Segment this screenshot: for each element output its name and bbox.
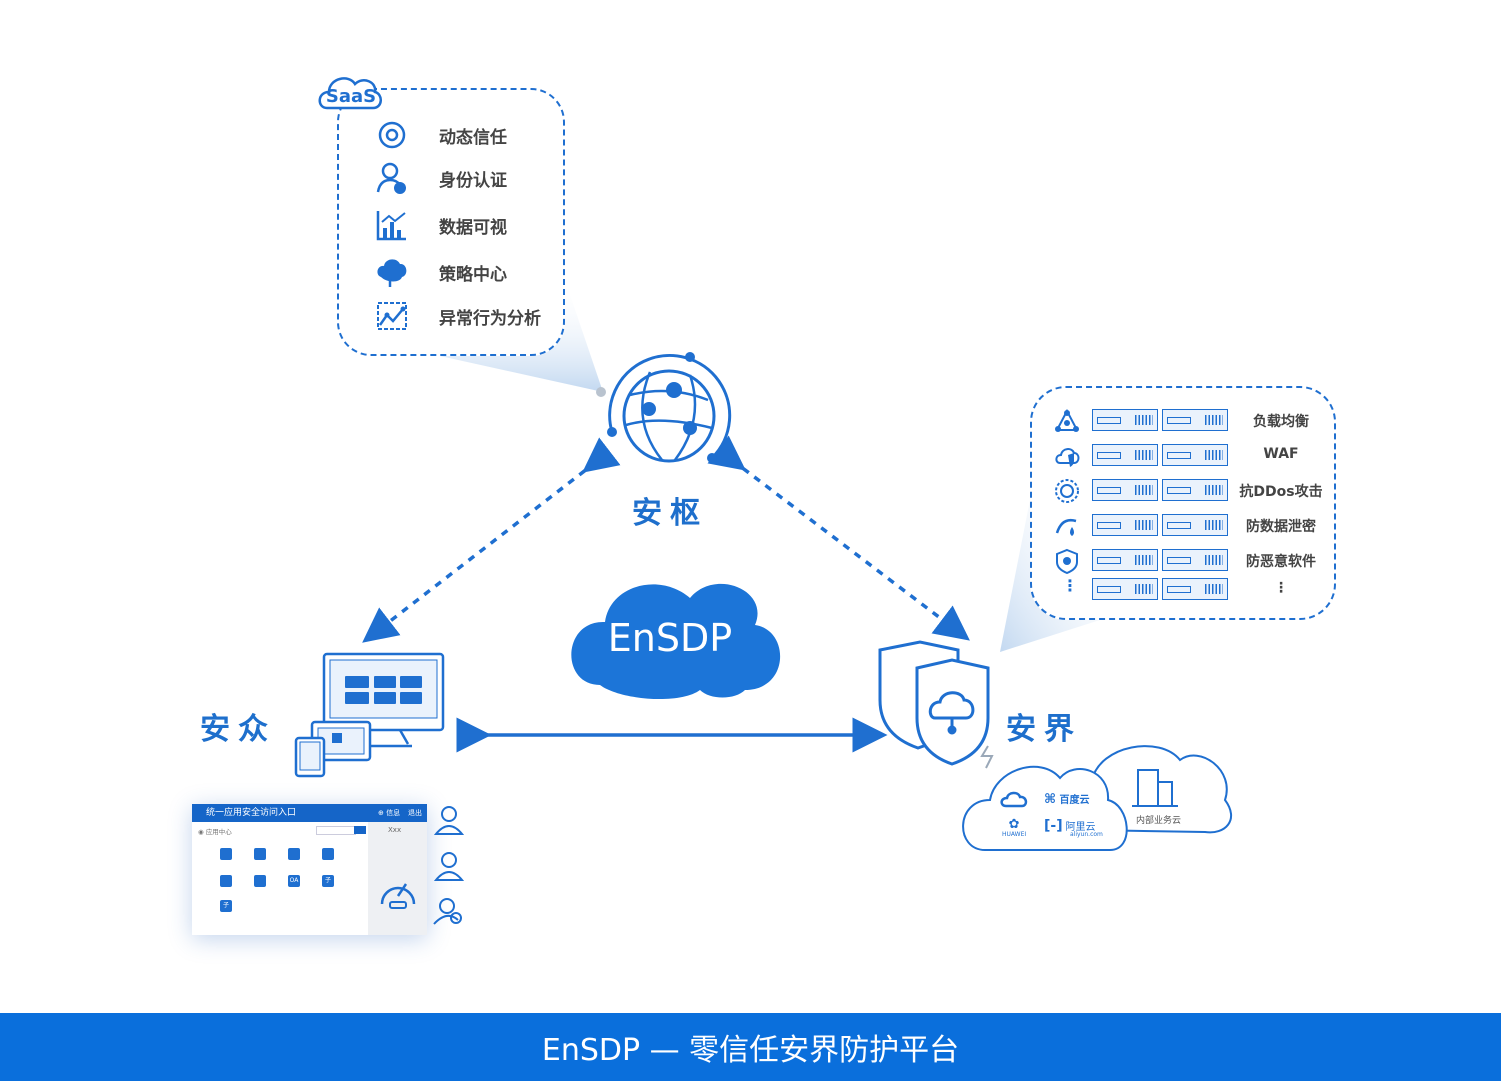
hub-globe-icon — [607, 352, 732, 463]
gauge-icon — [380, 883, 416, 909]
portal-info-link[interactable]: ⊕ 信息 — [378, 809, 401, 817]
gateway-shield-icon — [878, 640, 990, 766]
aliyun-domain-label: aliyun.com — [1070, 831, 1103, 838]
app-tile[interactable] — [220, 875, 232, 887]
dynamic-trust-icon — [378, 121, 406, 149]
portal-title-bar: 统一应用安全访问入口 ⊕ 信息 退出 — [192, 804, 427, 822]
saas-item-label: 异常行为分析 — [439, 308, 541, 329]
data-leak-icon — [1055, 519, 1077, 536]
saas-item-label: 策略中心 — [439, 264, 507, 285]
portal-search-button[interactable] — [354, 826, 366, 834]
service-label: 防恶意软件 — [1246, 554, 1316, 570]
data-visual-icon — [376, 211, 406, 241]
app-tile[interactable] — [288, 848, 300, 860]
service-label: WAF — [1263, 446, 1299, 462]
service-row: ⋮ ⋮ — [1032, 576, 1334, 602]
saas-item-label: 动态信任 — [439, 127, 507, 148]
portal-subtitle: ◉ 应用中心 — [198, 828, 232, 836]
saas-item-label: 数据可视 — [439, 217, 507, 238]
app-tile[interactable]: 子 — [322, 875, 334, 887]
tencent-cloud-icon — [1000, 791, 1028, 808]
more-icon: ⋮ — [1062, 576, 1078, 595]
internal-cloud-label: 内部业务云 — [1136, 816, 1182, 826]
aliyun-cloud-logo: [-] 阿里云 aliyun.com — [1044, 818, 1103, 838]
huawei-cloud-logo: ✿ HUAWEI — [1002, 818, 1026, 838]
saas-cloud-icon — [318, 77, 382, 110]
service-row: 负载均衡 — [1032, 407, 1334, 433]
load-balance-icon — [1055, 408, 1079, 432]
internal-building-icon — [1132, 769, 1178, 807]
hub-gateway-link — [707, 435, 970, 641]
portal-logout-link[interactable]: 退出 — [408, 809, 422, 817]
service-label: ⋮ — [1274, 580, 1288, 596]
security-services-panel: 负载均衡 WAF 抗DDos攻击 防数据泄密 防恶意软件 ⋮ ⋮ — [1030, 386, 1336, 620]
app-tile[interactable]: 子 — [220, 900, 232, 912]
app-tile[interactable] — [254, 848, 266, 860]
saas-item: 策略中心 — [337, 254, 507, 290]
saas-panel — [337, 88, 565, 356]
monitor-tiles — [332, 676, 422, 743]
portal-side-panel: Xxx — [368, 822, 427, 935]
portal-title: 统一应用安全访问入口 — [206, 808, 297, 818]
service-label: 负载均衡 — [1253, 414, 1309, 430]
aliyun-bracket-icon: [-] — [1044, 818, 1063, 834]
identity-auth-icon — [376, 162, 406, 194]
malware-icon — [1056, 548, 1078, 574]
baidu-cloud-logo: ⌘ 百度云 — [1044, 792, 1090, 807]
saas-item-label: 身份认证 — [439, 170, 507, 191]
hub-client-link — [362, 437, 621, 643]
service-label: 抗DDos攻击 — [1239, 484, 1323, 500]
policy-center-icon — [377, 259, 407, 287]
ensdp-cloud — [571, 583, 781, 700]
service-row: 防恶意软件 — [1032, 547, 1334, 574]
app-tile[interactable] — [254, 875, 266, 887]
saas-item-list: 动态信任 身份认证 数据可视 策略中心 异常行为分析 — [337, 88, 565, 356]
saas-item: 身份认证 — [337, 160, 507, 196]
service-row: 抗DDos攻击 — [1032, 477, 1334, 503]
saas-badge: SaaS — [317, 72, 383, 112]
saas-item: 异常行为分析 — [337, 298, 541, 334]
saas-item: 动态信任 — [337, 117, 507, 153]
footer-banner: EnSDP — 零信任安界防护平台 — [0, 1013, 1501, 1081]
anomaly-analysis-icon — [377, 302, 407, 330]
service-row: WAF — [1032, 442, 1334, 468]
aliyun-cloud-label: 阿里云 — [1065, 822, 1096, 833]
gateway-label: 安界 — [1006, 712, 1082, 747]
huawei-flower-icon: ✿ — [1008, 817, 1020, 832]
access-portal-window: 统一应用安全访问入口 ⊕ 信息 退出 ◉ 应用中心 OA 子 子 Xxx — [192, 804, 427, 935]
service-label: 防数据泄密 — [1246, 519, 1316, 535]
baidu-cloud-label: 百度云 — [1059, 795, 1090, 806]
anti-ddos-icon — [1055, 479, 1079, 503]
service-row: 防数据泄密 — [1032, 512, 1334, 538]
app-tile[interactable] — [220, 848, 232, 860]
portal-search-input[interactable] — [316, 826, 356, 835]
hub-label: 安枢 — [632, 496, 708, 531]
saas-item: 数据可视 — [337, 207, 507, 243]
footer-title: EnSDP — 零信任安界防护平台 — [541, 1033, 960, 1068]
client-label: 安众 — [200, 712, 276, 747]
portal-side-label: Xxx — [388, 826, 402, 834]
waf-shield-icon — [1055, 448, 1080, 467]
app-tile[interactable] — [322, 848, 334, 860]
portal-user-icons — [433, 806, 465, 925]
saas-badge-label: SaaS — [325, 86, 377, 107]
diagram-canvas — [294, 280, 1232, 925]
client-devices-icon — [294, 652, 445, 778]
app-tile[interactable]: OA — [288, 875, 300, 887]
ensdp-center-label: EnSDP — [607, 616, 733, 660]
public-cloud-group — [962, 745, 1232, 851]
huawei-cloud-label: HUAWEI — [1002, 831, 1027, 838]
